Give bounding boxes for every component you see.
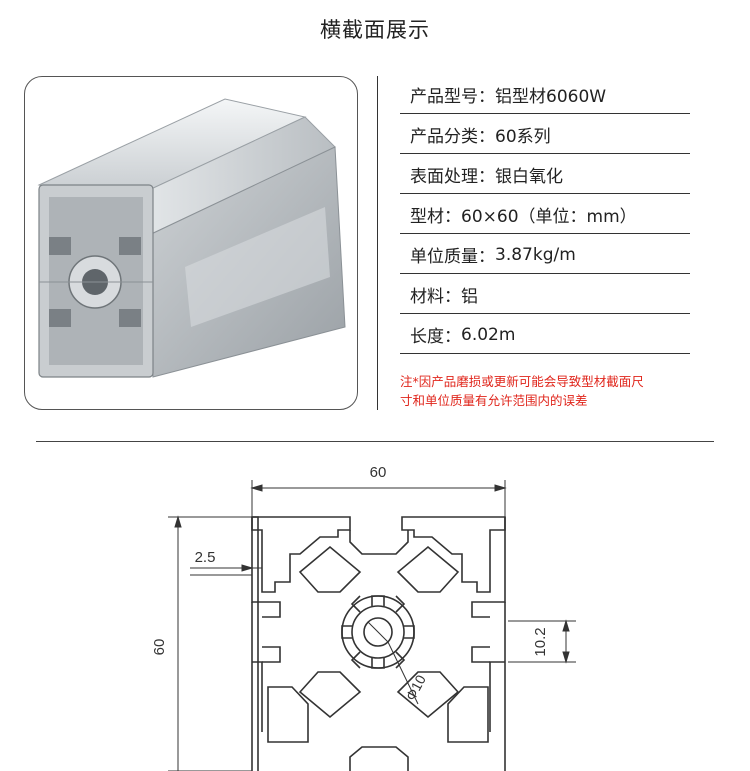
spec-label: 表面处理：: [410, 167, 495, 187]
spec-label: 单位质量：: [410, 247, 495, 267]
spec-label: 产品型号：: [410, 87, 495, 107]
dim-height-label: 60: [151, 639, 168, 656]
profile-outline: [251, 516, 506, 771]
page-title: 横截面展示: [320, 18, 430, 42]
spec-value: 3.87kg/m: [495, 244, 576, 265]
spec-value: 银白氧化: [495, 167, 563, 187]
spec-label: 长度：: [410, 327, 461, 347]
dim-slot-label: 2.5: [195, 549, 216, 566]
dim-hole-label: Φ10: [402, 672, 429, 703]
spec-row-category: 产品分类： 60系列: [400, 116, 690, 154]
spec-row-size: 型材： 60×60（单位：mm）: [400, 196, 690, 234]
spec-label: 材料：: [410, 287, 461, 307]
spec-value: 60×60（单位：mm）: [461, 207, 637, 227]
product-photo: [24, 76, 358, 410]
disclaimer-note: 注*因产品磨损或更新可能会导致型材截面尺 寸和单位质量有允许范围内的误差: [400, 372, 710, 410]
dim-width-label: 60: [370, 464, 387, 481]
spec-value: 铝型材6060W: [495, 87, 607, 107]
note-line-1: 注*因产品磨损或更新可能会导致型材截面尺: [400, 374, 644, 389]
spec-list: 产品型号： 铝型材6060W 产品分类： 60系列 表面处理： 银白氧化 型材：…: [400, 76, 690, 356]
spec-row-material: 材料： 铝: [400, 276, 690, 314]
spec-label: 型材：: [410, 207, 461, 227]
cross-section-drawing: 60 60 2.5 10.2 Φ10: [151, 464, 576, 771]
spec-label: 产品分类：: [410, 127, 495, 147]
dim-center-label: 10.2: [532, 627, 549, 656]
spec-row-model: 产品型号： 铝型材6060W: [400, 76, 690, 114]
vertical-divider: [377, 76, 378, 410]
note-line-2: 寸和单位质量有允许范围内的误差: [400, 393, 588, 408]
spec-row-weight: 单位质量： 3.87kg/m: [400, 236, 690, 274]
spec-row-length: 长度： 6.02m: [400, 316, 690, 354]
aluminum-profile-illustration: [37, 98, 346, 378]
spec-row-surface: 表面处理： 银白氧化: [400, 156, 690, 194]
dimension-lines: [168, 480, 576, 771]
horizontal-divider: [36, 441, 714, 442]
spec-value: 6.02m: [461, 324, 516, 345]
spec-value: 60系列: [495, 127, 551, 147]
spec-value: 铝: [461, 287, 478, 307]
